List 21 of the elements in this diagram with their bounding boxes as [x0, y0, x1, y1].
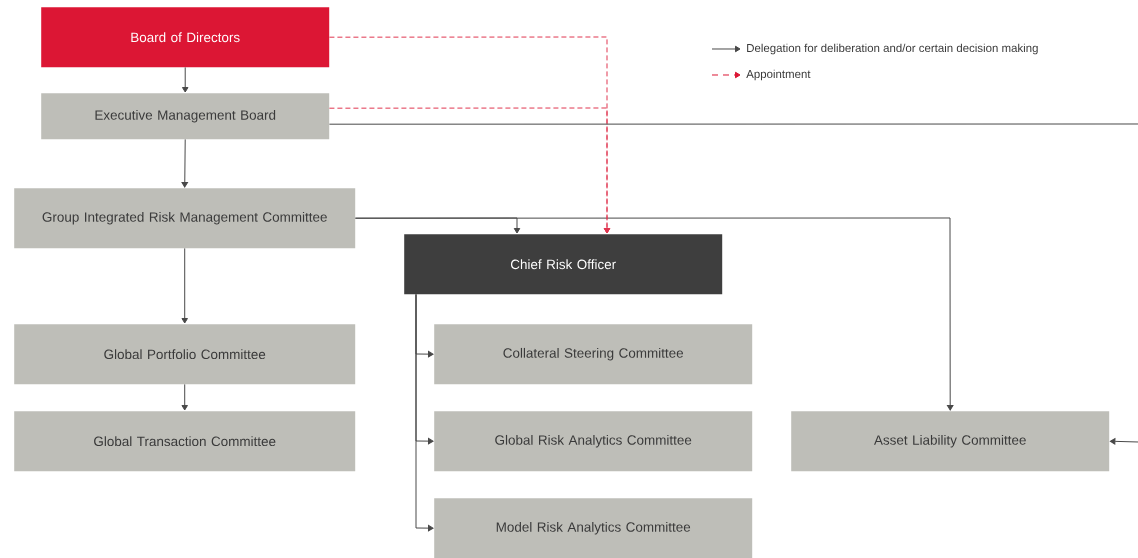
legend-text: Delegation for deliberation and/or certain decision making [747, 43, 1038, 55]
board-box: Board of Directors [41, 7, 330, 68]
committee-box: Asset Liability Committee [791, 411, 1110, 472]
committee-box: Model Risk Analytics Committee [434, 498, 753, 558]
committee-box: Collateral Steering Committee [434, 324, 753, 385]
arrow [181, 383, 188, 411]
committee-box: Group Integrated Risk Management Committee [14, 188, 356, 249]
legend-text: Appointment [746, 69, 811, 81]
arrow [181, 247, 188, 324]
committee-box: Global Risk Analytics Committee [434, 411, 753, 472]
committee-box: Global Transaction Committee [14, 411, 356, 472]
connector-line [328, 123, 1138, 125]
officer-box: Chief Risk Officer [404, 234, 723, 295]
arrow [181, 138, 188, 188]
committee-box: Global Portfolio Committee [14, 324, 356, 385]
arrow [181, 66, 189, 93]
dashed-arrow [328, 107, 611, 234]
arrow [1109, 438, 1138, 445]
arrow [354, 217, 954, 411]
committee-box: Executive Management Board [41, 93, 330, 140]
arrow [415, 293, 434, 532]
